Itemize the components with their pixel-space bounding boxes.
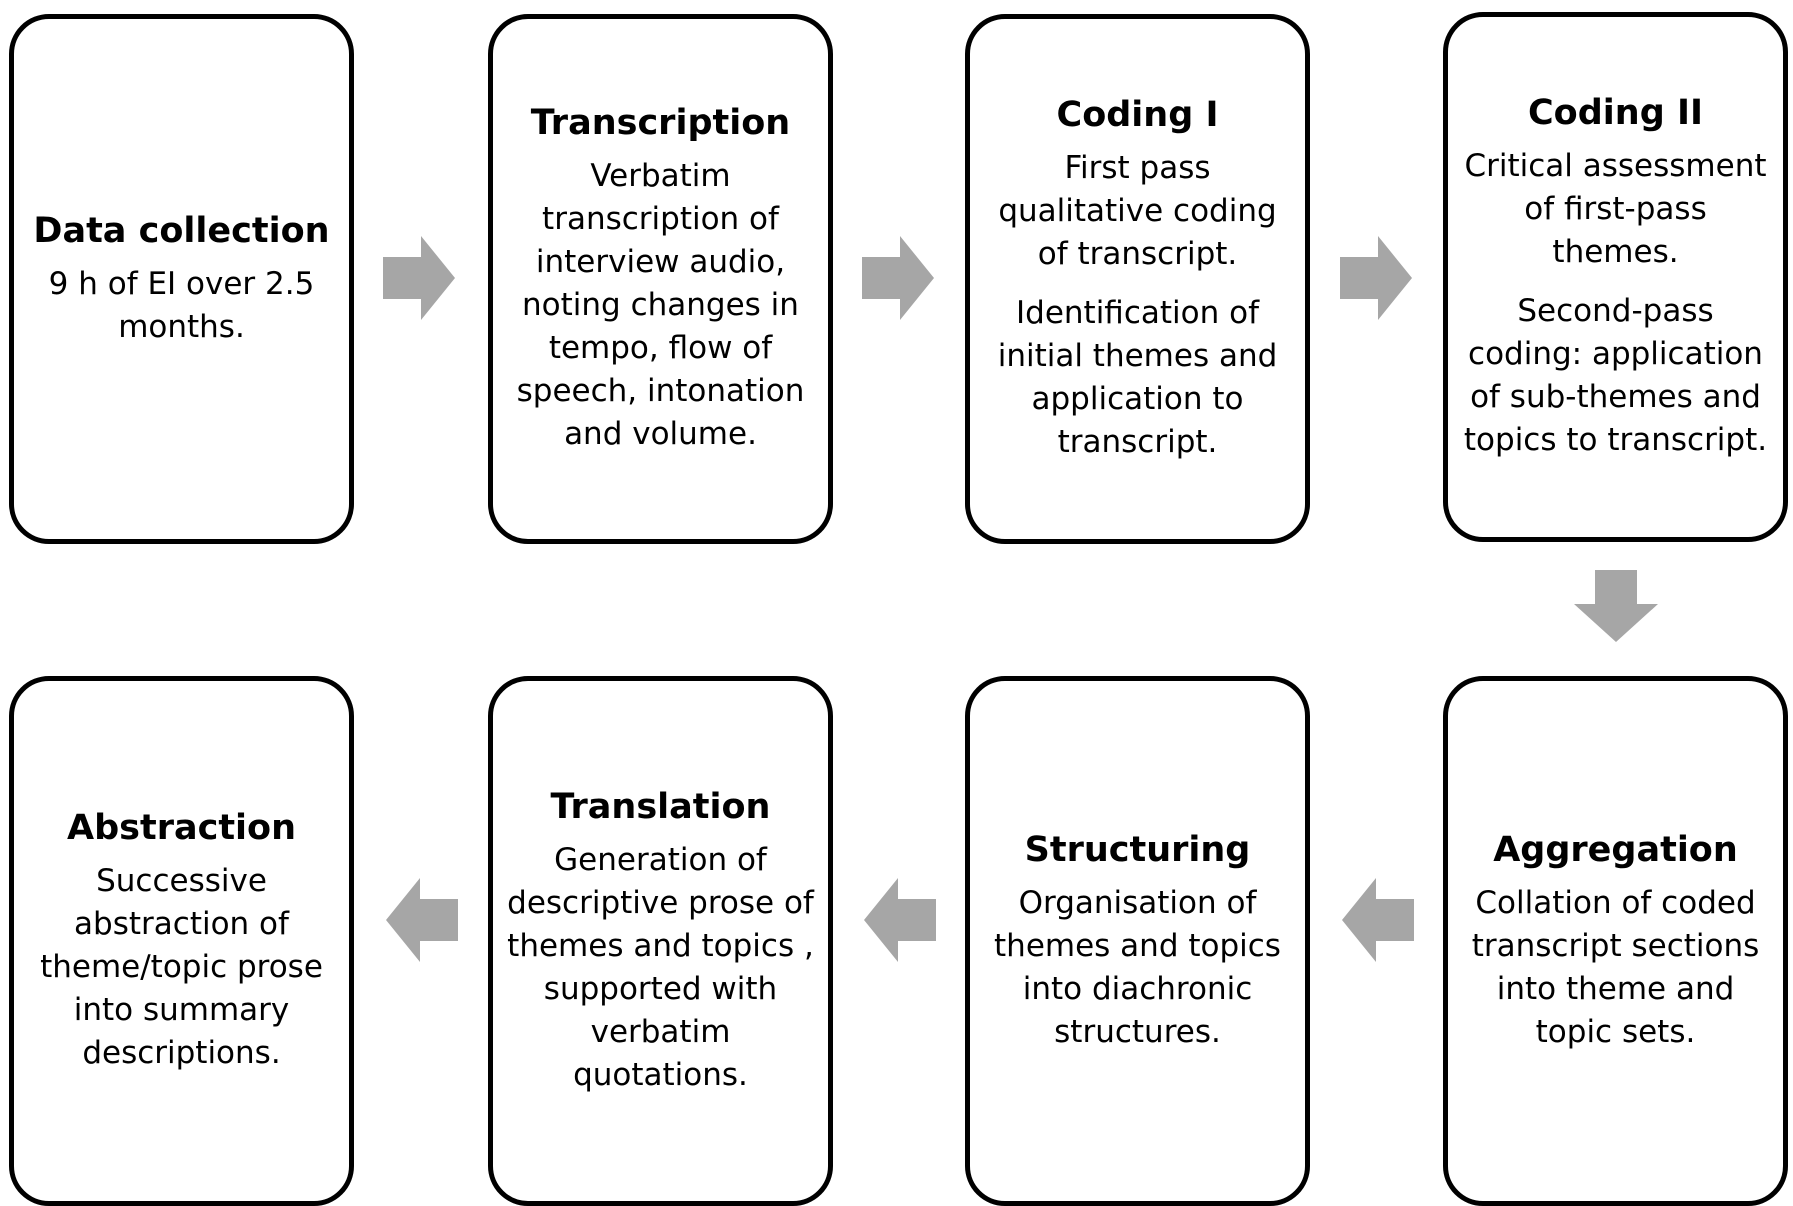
step-description: 9 h of EI over 2.5 months.	[48, 265, 315, 345]
step-description: Second-pass coding: application of sub-t…	[1463, 293, 1768, 458]
step-title: Data collection	[33, 210, 330, 251]
step-transcription: Transcription Verbatim transcription of …	[488, 14, 833, 544]
arrow-right-icon	[1340, 236, 1412, 320]
step-description: First pass qualitative coding of transcr…	[998, 150, 1277, 272]
step-description: Organisation of themes and topics into d…	[994, 884, 1281, 1050]
step-abstraction: Abstraction Successive abstraction of th…	[9, 676, 354, 1206]
arrow-left-icon	[864, 878, 936, 962]
step-coding-2: Coding II Critical assessment of first-p…	[1443, 12, 1788, 542]
step-structuring: Structuring Organisation of themes and t…	[965, 676, 1310, 1206]
step-description: Identification of initial themes and app…	[997, 295, 1278, 460]
step-title: Coding II	[1528, 93, 1703, 133]
arrow-left-icon	[1342, 878, 1414, 962]
step-title: Structuring	[1024, 829, 1251, 870]
arrow-left-icon	[386, 878, 458, 962]
step-aggregation: Aggregation Collation of coded transcrip…	[1443, 676, 1788, 1206]
step-translation: Translation Generation of descriptive pr…	[488, 676, 833, 1206]
step-data-collection: Data collection 9 h of EI over 2.5 month…	[9, 14, 354, 544]
step-description: Critical assessment of first-pass themes…	[1464, 148, 1767, 270]
step-description: Verbatim transcription of interview audi…	[516, 158, 805, 452]
step-title: Transcription	[530, 103, 791, 143]
step-title: Translation	[550, 786, 771, 827]
step-coding-1: Coding I First pass qualitative coding o…	[965, 14, 1310, 544]
step-description: Successive abstraction of theme/topic pr…	[40, 863, 323, 1071]
arrow-down-icon	[1574, 570, 1658, 642]
arrow-right-icon	[383, 236, 455, 320]
step-title: Abstraction	[66, 808, 297, 848]
arrow-right-icon	[862, 236, 934, 320]
step-description: Generation of descriptive prose of theme…	[507, 841, 814, 1093]
step-description: Collation of coded transcript sections i…	[1471, 884, 1760, 1050]
step-title: Coding I	[1056, 95, 1219, 135]
step-title: Aggregation	[1493, 829, 1738, 870]
